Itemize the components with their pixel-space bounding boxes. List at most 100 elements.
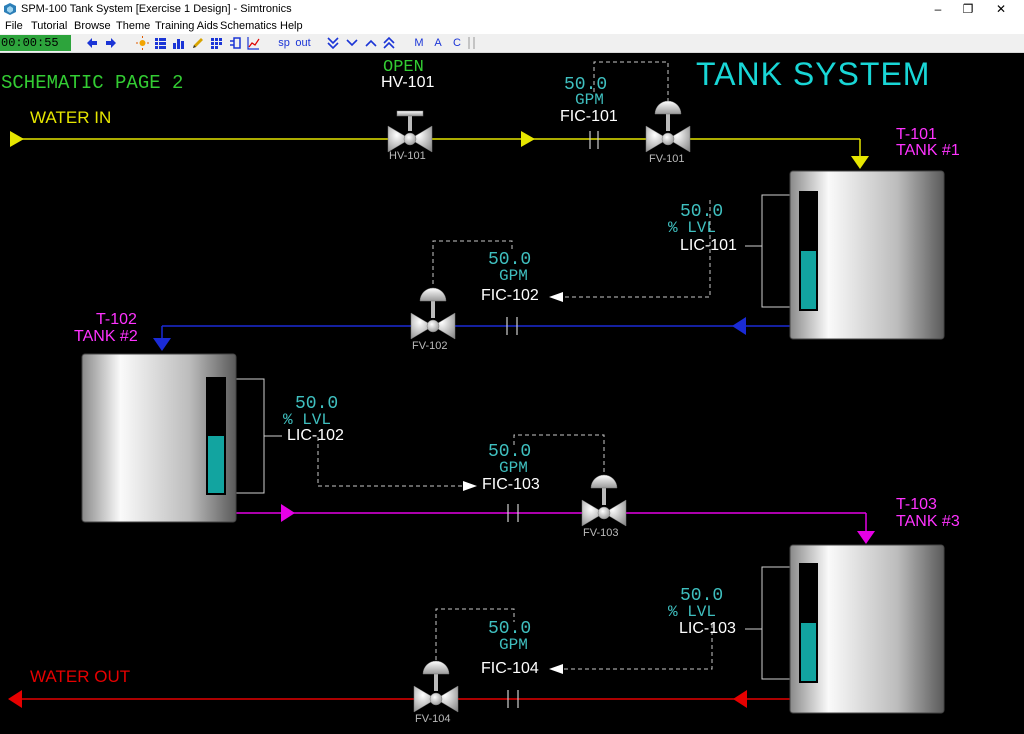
flow-down-arrow-icon <box>153 338 171 351</box>
output-button[interactable]: out <box>295 37 311 49</box>
title-bar: SPM-100 Tank System [Exercise 1 Design] … <box>0 0 1024 18</box>
signal-arrowheads <box>463 292 563 674</box>
lic103-unit: % LVL <box>668 603 717 621</box>
lic102-value: 50.0 <box>295 394 339 414</box>
tank-level-fill <box>208 436 224 493</box>
fic103-unit: GPM <box>499 459 528 477</box>
connector-icon[interactable] <box>229 35 242 51</box>
forward-arrow-icon[interactable] <box>105 35 117 51</box>
control-valve-fv104[interactable] <box>413 660 459 713</box>
minimize-button[interactable]: – <box>934 2 942 16</box>
double-chevron-up-icon[interactable] <box>382 35 396 51</box>
lic101-value: 50.0 <box>680 202 724 222</box>
setpoint-button[interactable]: sp <box>278 37 290 49</box>
auto-mode-button[interactable]: A <box>434 37 442 49</box>
fic104-value: 50.0 <box>488 619 532 639</box>
fic102-tag[interactable]: FIC-102 <box>481 287 539 304</box>
lic102-unit: % LVL <box>283 411 332 429</box>
trend-icon[interactable] <box>247 35 260 51</box>
menu-tutorial[interactable]: Tutorial <box>31 20 68 32</box>
fv103-label: FV-103 <box>583 527 619 539</box>
water-out-line <box>8 690 790 708</box>
maximize-button[interactable]: ❐ <box>962 2 974 16</box>
flow-arrow-icon <box>733 690 747 708</box>
close-button[interactable]: ✕ <box>995 2 1007 16</box>
tank-level-fill <box>801 623 816 681</box>
flow-down-arrow-icon <box>857 531 875 544</box>
hv101-valve-label: HV-101 <box>389 150 426 162</box>
menu-training-aids[interactable]: Training Aids <box>155 20 219 32</box>
control-valve-fv101[interactable] <box>645 100 691 153</box>
fic101-unit: GPM <box>575 91 604 109</box>
flow-down-arrow-icon <box>851 156 869 169</box>
bar-chart-icon[interactable] <box>172 35 185 51</box>
control-signal-lines <box>317 61 713 670</box>
water-out-label: WATER OUT <box>30 667 131 686</box>
menu-schematics[interactable]: Schematics <box>220 20 277 32</box>
app-icon <box>4 3 16 15</box>
schematic-canvas: SCHEMATIC PAGE 2 TANK SYSTEM WATER IN WA… <box>0 52 1024 734</box>
tank-level-fill <box>801 251 816 309</box>
hv101-tag[interactable]: HV-101 <box>381 74 435 91</box>
fv104-label: FV-104 <box>415 713 451 725</box>
system-title: TANK SYSTEM <box>696 56 931 92</box>
flow-arrow-icon <box>521 131 535 147</box>
menu-bar: File Tutorial Browse Theme Training Aids… <box>0 18 1024 34</box>
back-arrow-icon[interactable] <box>86 35 98 51</box>
t103-id: T-103 <box>896 496 937 513</box>
fv102-label: FV-102 <box>412 340 448 352</box>
lic101-tag[interactable]: LIC-101 <box>680 237 737 254</box>
toolbar-separator <box>468 37 475 49</box>
tank-t102[interactable] <box>81 353 237 523</box>
flow-arrow-icon <box>732 317 746 335</box>
fic101-value: 50.0 <box>564 75 608 95</box>
fic104-unit: GPM <box>499 636 528 654</box>
simulation-clock: 00:00:55 <box>0 35 71 51</box>
fic103-tag[interactable]: FIC-103 <box>482 476 540 493</box>
t101-name: TANK #1 <box>896 142 960 159</box>
water-out-arrow-icon <box>8 690 22 708</box>
menu-file[interactable]: File <box>5 20 23 32</box>
page-title: SCHEMATIC PAGE 2 <box>1 72 184 94</box>
double-chevron-down-icon[interactable] <box>326 35 340 51</box>
level-brackets <box>236 194 790 680</box>
manual-mode-button[interactable]: M <box>414 37 424 49</box>
fv101-label: FV-101 <box>649 153 685 165</box>
menu-browse[interactable]: Browse <box>74 20 111 32</box>
lic103-tag[interactable]: LIC-103 <box>679 620 736 637</box>
water-in-label: WATER IN <box>30 108 112 127</box>
fic104-tag[interactable]: FIC-104 <box>481 660 539 677</box>
t102-outlet-line <box>236 504 875 544</box>
fic101-tag[interactable]: FIC-101 <box>560 108 618 125</box>
tank-t103[interactable] <box>789 544 945 714</box>
t101-id: T-101 <box>896 126 937 143</box>
tank-t101[interactable] <box>789 170 945 340</box>
chevron-up-icon[interactable] <box>364 35 378 51</box>
menu-help[interactable]: Help <box>280 20 303 32</box>
menu-theme[interactable]: Theme <box>116 20 151 32</box>
chevron-down-icon[interactable] <box>345 35 359 51</box>
grid-icon[interactable] <box>210 35 223 51</box>
pencil-icon[interactable] <box>191 35 204 51</box>
control-valve-fv103[interactable] <box>581 474 627 527</box>
cascade-mode-button[interactable]: C <box>453 37 461 49</box>
t103-name: TANK #3 <box>896 513 960 530</box>
water-in-arrow-icon <box>10 131 24 147</box>
sun-icon[interactable] <box>136 35 149 51</box>
fic102-value: 50.0 <box>488 250 532 270</box>
hand-valve-hv101[interactable] <box>387 110 433 153</box>
lic102-tag[interactable]: LIC-102 <box>287 427 344 444</box>
t102-name: TANK #2 <box>74 328 138 345</box>
t101-outlet-line <box>153 317 790 351</box>
control-valve-fv102[interactable] <box>410 287 456 340</box>
orifice-plates <box>506 131 599 708</box>
lic103-value: 50.0 <box>680 586 724 606</box>
fic103-value: 50.0 <box>488 442 532 462</box>
hv101-state: OPEN <box>383 58 424 77</box>
table-icon[interactable] <box>154 35 167 51</box>
t102-id: T-102 <box>96 311 137 328</box>
toolbar: 00:00:55 sp out M A C <box>0 34 1024 53</box>
water-in-line <box>10 131 869 169</box>
flow-arrow-icon <box>281 504 295 522</box>
fic102-unit: GPM <box>499 267 528 285</box>
